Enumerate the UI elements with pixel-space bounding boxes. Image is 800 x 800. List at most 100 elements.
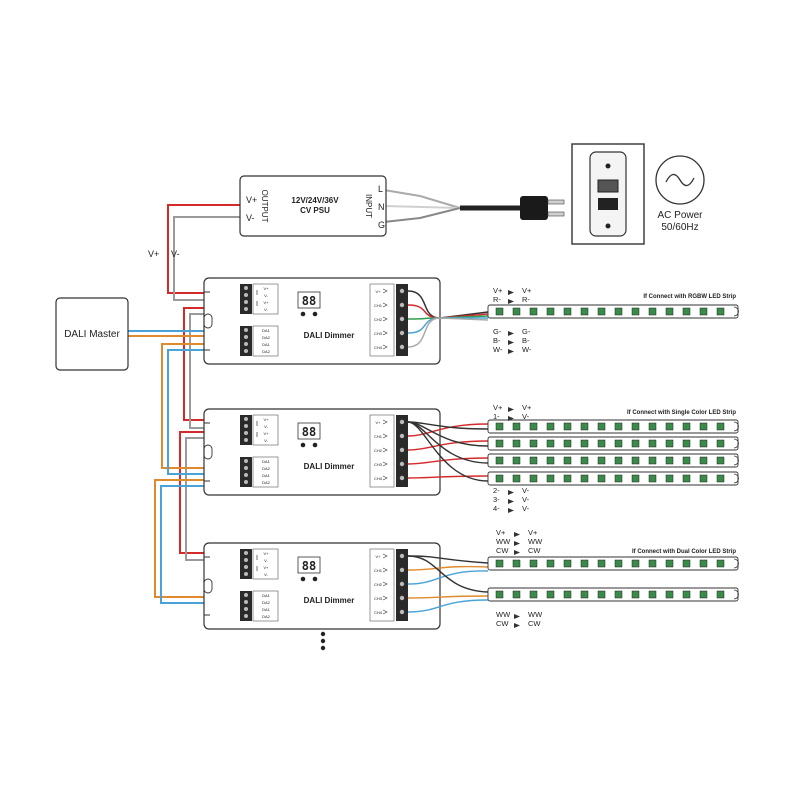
led-chip bbox=[648, 422, 657, 431]
led-chip bbox=[529, 590, 538, 599]
led-chip bbox=[563, 474, 572, 483]
dual-legend: If Connect with Dual Color LED Strip V+ … bbox=[496, 528, 736, 628]
mount-mark bbox=[204, 422, 210, 482]
dali-term-label: DA2 bbox=[262, 600, 271, 605]
output-term-label: CH3 bbox=[374, 331, 383, 336]
terminal-screw bbox=[244, 572, 248, 576]
output-term-label: CH1 bbox=[374, 434, 383, 439]
output-arrow bbox=[382, 581, 388, 587]
terminal-screw bbox=[244, 342, 248, 346]
svg-text:V-: V- bbox=[522, 504, 530, 513]
single-wire-pos bbox=[407, 421, 489, 482]
button-icon bbox=[300, 311, 306, 317]
dual-title: If Connect with Dual Color LED Strip bbox=[632, 549, 736, 555]
dual-wire-ww-2 bbox=[407, 595, 489, 599]
led-chip bbox=[665, 559, 674, 568]
led-chip bbox=[546, 590, 555, 599]
terminal-screw bbox=[244, 558, 248, 562]
strip-end bbox=[733, 589, 739, 600]
led-chip bbox=[682, 590, 691, 599]
led-chip bbox=[614, 559, 623, 568]
terminal-screw bbox=[399, 609, 405, 615]
display-frame bbox=[297, 556, 321, 574]
dali-master-label: DALI Master bbox=[64, 329, 120, 340]
led-chip bbox=[716, 307, 725, 316]
dual-wire-cw-2 bbox=[407, 599, 489, 613]
terminal-screw bbox=[399, 553, 405, 559]
terminal-screw bbox=[244, 600, 248, 604]
output-label-panel bbox=[369, 414, 395, 488]
svg-text:V-: V- bbox=[522, 412, 530, 421]
svg-text:1-: 1- bbox=[493, 412, 500, 421]
cv-psu: OUTPUT INPUT V+ V- 12V/24V/36V CV PSU L … bbox=[239, 175, 387, 237]
dali-label-panel bbox=[252, 456, 279, 488]
led-chip bbox=[546, 307, 555, 316]
terminal-screw bbox=[244, 607, 248, 611]
svg-text:3-: 3- bbox=[493, 495, 500, 504]
led-chip bbox=[699, 559, 708, 568]
svg-text:V+: V+ bbox=[528, 528, 538, 537]
led-chip bbox=[665, 439, 674, 448]
single-color-led-strip bbox=[487, 436, 739, 451]
terminal-screw bbox=[244, 459, 248, 463]
psu-output-label: OUTPUT bbox=[260, 190, 269, 223]
led-chip bbox=[529, 439, 538, 448]
led-chip bbox=[648, 590, 657, 599]
dual-color-led-strip bbox=[487, 587, 739, 602]
button-icon bbox=[312, 442, 318, 448]
led-chip bbox=[580, 474, 589, 483]
led-chip bbox=[614, 474, 623, 483]
svg-text:V-: V- bbox=[522, 495, 530, 504]
led-chip bbox=[614, 439, 623, 448]
terminal-screw bbox=[244, 300, 248, 304]
seven-segment-display: 88 bbox=[302, 425, 316, 439]
power-term-label: V- bbox=[264, 438, 268, 443]
led-chip bbox=[580, 456, 589, 465]
dual-wire-ww bbox=[407, 565, 489, 571]
dali-terminal-block bbox=[240, 326, 252, 356]
led-chip bbox=[563, 422, 572, 431]
svg-text:V+: V+ bbox=[496, 528, 506, 537]
power-term-label: V- bbox=[264, 307, 268, 312]
dual-wire-cw bbox=[407, 570, 489, 585]
led-chip bbox=[682, 456, 691, 465]
led-chip bbox=[563, 307, 572, 316]
terminal-screw bbox=[399, 288, 405, 294]
led-chip bbox=[512, 307, 521, 316]
power-term-label: V- bbox=[264, 572, 268, 577]
single-title: If Connect with Single Color LED Strip bbox=[627, 410, 736, 416]
terminal-screw bbox=[244, 551, 248, 555]
led-chip bbox=[665, 456, 674, 465]
svg-text:V+: V+ bbox=[493, 403, 503, 412]
vertical-ellipsis-icon bbox=[320, 631, 326, 651]
mount-slot bbox=[203, 578, 213, 594]
output-term-label: CH2 bbox=[374, 582, 383, 587]
display-frame bbox=[297, 422, 321, 440]
output-arrow bbox=[382, 567, 388, 573]
output-term-label: CH3 bbox=[374, 462, 383, 467]
terminal-screw bbox=[244, 293, 248, 297]
svg-text:W-: W- bbox=[493, 345, 503, 354]
dimmer-label: DALI Dimmer bbox=[304, 331, 355, 340]
power-label-panel bbox=[252, 414, 279, 446]
output-term-label: CH1 bbox=[374, 568, 383, 573]
led-chip bbox=[716, 439, 725, 448]
output-arrow bbox=[382, 316, 388, 322]
led-chip bbox=[631, 474, 640, 483]
led-chip bbox=[597, 422, 606, 431]
led-chip bbox=[614, 422, 623, 431]
svg-text:R-: R- bbox=[493, 295, 501, 304]
rgbw-led-strip bbox=[487, 304, 739, 319]
dali-label-panel bbox=[252, 590, 279, 622]
dual-color-led-strip bbox=[487, 556, 739, 571]
led-chip bbox=[495, 307, 504, 316]
psu-title-1: 12V/24V/36V bbox=[291, 196, 339, 205]
led-chip bbox=[648, 456, 657, 465]
led-chip bbox=[682, 559, 691, 568]
dali-term-label: DA2 bbox=[262, 466, 271, 471]
single-color-led-strip bbox=[487, 419, 739, 434]
led-chip bbox=[716, 559, 725, 568]
led-chip bbox=[648, 439, 657, 448]
terminal-screw bbox=[244, 480, 248, 484]
